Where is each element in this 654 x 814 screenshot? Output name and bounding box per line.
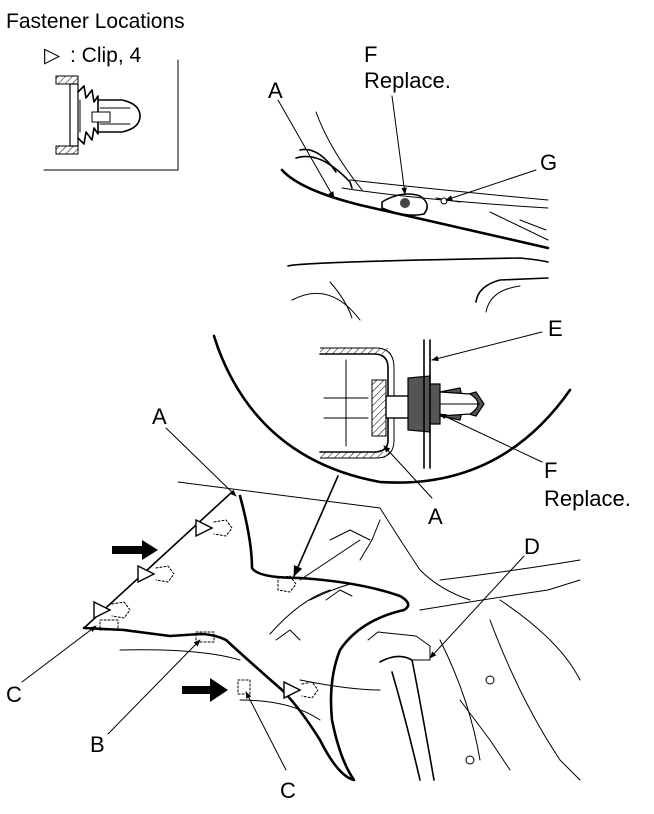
callout-a-mid: A: [428, 504, 443, 529]
callout-g: G: [540, 150, 557, 175]
direction-arrow-icon: [112, 540, 158, 560]
callout-d: D: [524, 534, 540, 559]
clip-triangle-icon: [93, 600, 112, 620]
leader-lines: [21, 95, 543, 771]
legend: Fastener Locations ▷ : Clip, 4: [6, 10, 185, 171]
callout-b: B: [90, 732, 105, 757]
callout-c-bottom: C: [280, 778, 296, 803]
main-assembly: [82, 481, 581, 782]
legend-box: [43, 59, 179, 171]
legend-clip-illustration: [55, 75, 141, 155]
clip-triangle-icon: [195, 518, 214, 538]
clip-triangle-icon: [283, 680, 302, 700]
direction-arrow-icon: [182, 678, 228, 702]
callout-f-mid-note: Replace.: [544, 486, 631, 511]
callout-f-top-note: Replace.: [364, 68, 451, 93]
magnified-circle: [212, 334, 572, 484]
direction-arrows: [112, 540, 228, 702]
callout-f-mid: F: [544, 458, 557, 483]
callout-e: E: [548, 316, 563, 341]
legend-clip-label: : Clip, 4: [70, 44, 142, 67]
callout-labels: A F Replace. G E F Replace. A A D C B C: [6, 42, 631, 803]
clip-markers: [93, 518, 319, 700]
section-bracket: [319, 347, 395, 459]
top-detail: [280, 111, 550, 321]
legend-title: Fastener Locations: [6, 10, 185, 33]
callout-f-top: F: [364, 42, 377, 67]
callout-c-left: C: [6, 682, 22, 707]
callout-a-left: A: [152, 404, 167, 429]
callout-a-top: A: [268, 78, 283, 103]
clip-triangle-icon: ▷: [44, 44, 61, 67]
clip-fastener-section: [385, 375, 485, 433]
clip-triangle-icon: [137, 564, 156, 584]
